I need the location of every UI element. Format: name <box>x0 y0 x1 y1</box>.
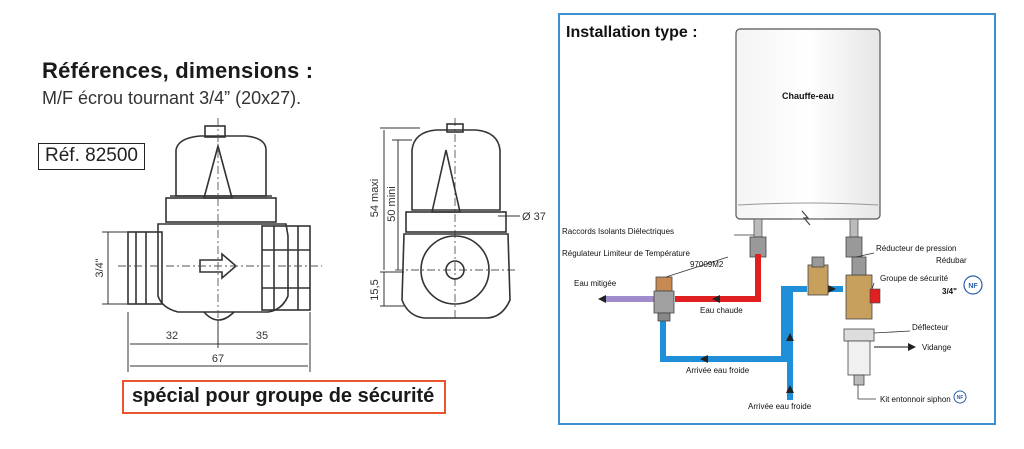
special-note: spécial pour groupe de sécurité <box>122 380 447 414</box>
side-port-inner <box>445 260 465 280</box>
nf-logo-icon: NF <box>963 275 983 295</box>
cap-top <box>204 125 226 138</box>
label-reducteur: Réducteur de pression <box>876 244 957 253</box>
left-thread <box>127 231 163 305</box>
right-nut <box>261 225 311 311</box>
cap-outline <box>175 135 267 197</box>
nf-logo-small-icon: NF <box>953 390 967 404</box>
label-vidange: Vidange <box>922 343 952 352</box>
side-port-outer <box>420 235 490 305</box>
label-groupe-size: 3/4" <box>942 287 957 296</box>
label-redubar: Rédubar <box>936 256 967 265</box>
dim-right-len: 35 <box>256 330 268 342</box>
dim-bottom: 15,5 <box>369 279 381 300</box>
dim-height-max: 54 maxi <box>369 179 381 218</box>
side-cap <box>411 129 501 211</box>
label-regulateur: Régulateur Limiteur de Température <box>562 249 690 258</box>
dim-height-min: 50 mini <box>386 186 398 221</box>
dielectric-right <box>845 236 863 258</box>
svg-text:NF: NF <box>957 395 964 401</box>
label-raccords: Raccords Isolants Diélectriques <box>562 227 674 236</box>
technical-drawing: 3/4" 32 35 67 54 maxi 50 mini 15,5 Ø 37 <box>94 118 546 372</box>
svg-text:NF: NF <box>968 283 978 290</box>
heater-label: Chauffe-eau <box>782 91 834 101</box>
installation-title: Installation type : <box>566 24 698 41</box>
label-arrivee-1: Arrivée eau froide <box>686 366 750 375</box>
dim-thread: 3/4" <box>94 258 106 277</box>
label-arrivee-2: Arrivée eau froide <box>748 402 812 411</box>
mixing-valve <box>653 276 675 322</box>
lightning-icon <box>801 210 811 226</box>
funnel-kit <box>843 328 908 386</box>
label-regulateur-ref: 97009M2 <box>690 260 724 269</box>
pressure-reducer <box>807 256 829 296</box>
safety-group <box>845 256 881 320</box>
installation-frame <box>558 13 996 425</box>
flow-arrow <box>199 252 238 280</box>
water-heater <box>735 28 881 220</box>
hot-pipe <box>675 254 761 302</box>
valve-body <box>157 223 289 313</box>
label-kit: Kit entonnoir siphon <box>880 395 951 404</box>
cold-pipe-main <box>787 286 807 400</box>
dim-left-len: 32 <box>166 330 178 342</box>
product-subtitle: M/F écrou tournant 3/4” (20x27). <box>42 88 302 108</box>
label-eau-mitigee: Eau mitigée <box>574 279 617 288</box>
label-groupe: Groupe de sécurité <box>880 274 949 283</box>
dim-diameter: Ø 37 <box>522 211 546 223</box>
side-body <box>401 233 511 319</box>
label-deflecteur: Déflecteur <box>912 323 949 332</box>
dim-total-len: 67 <box>212 353 224 365</box>
collar <box>165 197 277 223</box>
reference-box: Réf. 82500 <box>38 143 145 170</box>
page-title: Références, dimensions : <box>42 58 314 83</box>
installation-diagram: Chauffe-eau <box>562 28 983 411</box>
label-eau-chaude: Eau chaude <box>700 306 743 315</box>
